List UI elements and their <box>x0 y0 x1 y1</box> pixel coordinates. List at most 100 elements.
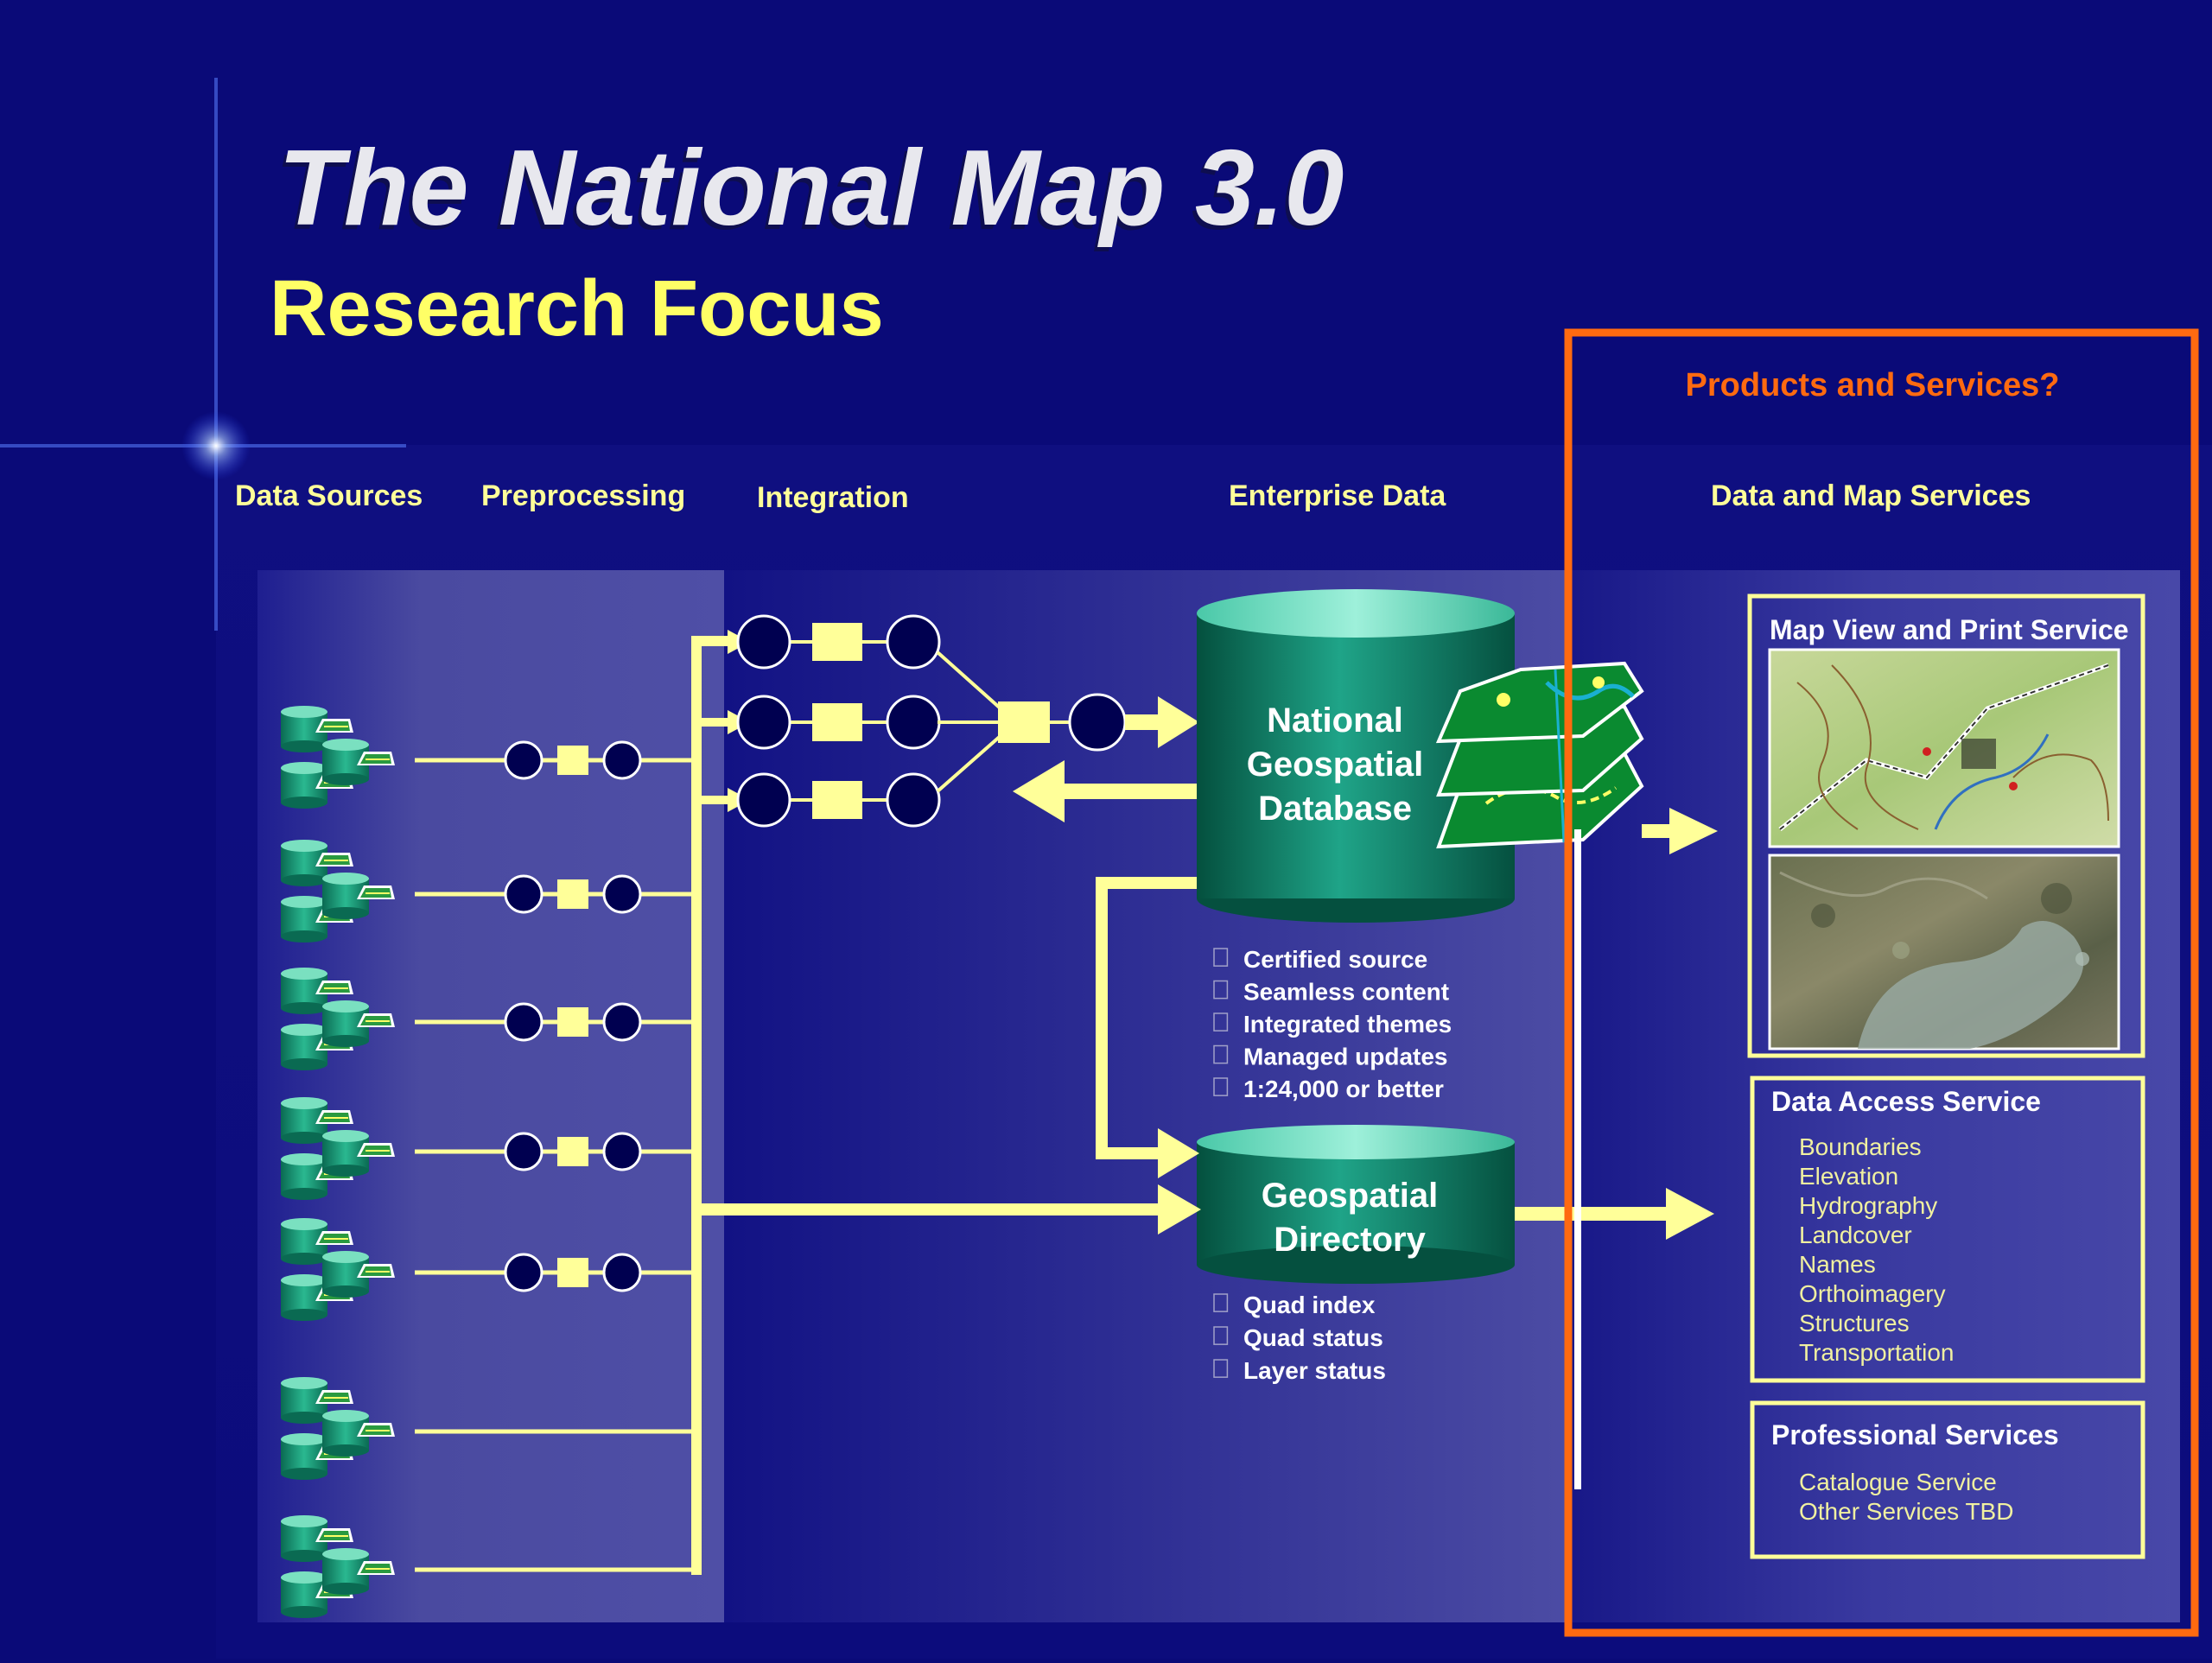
data-source-row <box>281 968 691 1070</box>
source-database-icon <box>281 968 353 1014</box>
flare-vertical <box>214 78 218 631</box>
integration-chain <box>702 772 941 828</box>
data-access-items: BoundariesElevationHydrographyLandcoverN… <box>1799 1133 1955 1366</box>
preprocessing-chain <box>504 874 642 914</box>
integration-node <box>736 695 791 750</box>
data-source-row <box>281 1515 691 1618</box>
map-view-service-box[interactable]: Map View and Print Service <box>1747 593 2145 1058</box>
orthoimagery-image <box>1768 854 2120 1050</box>
bullet-item: Seamless content <box>1243 979 1449 1006</box>
source-database-icon <box>281 840 353 886</box>
process-node <box>504 874 543 914</box>
integration-step <box>812 781 862 819</box>
gd-cylinder: Geospatial Directory <box>1197 1125 1515 1284</box>
to-ngd-arrowhead <box>1158 696 1199 748</box>
process-node <box>504 1253 543 1292</box>
ngd-to-gd-connector <box>1096 877 1197 1159</box>
process-step <box>557 746 588 775</box>
service-item[interactable]: Orthoimagery <box>1799 1280 1946 1307</box>
integration-merge <box>936 651 1199 793</box>
services-divider <box>1574 829 1581 1489</box>
process-node <box>602 740 642 780</box>
integration-step <box>998 701 1050 743</box>
bullet-item: Managed updates <box>1243 1044 1447 1070</box>
slide-subtitle: Research Focus <box>270 264 884 352</box>
process-node <box>504 1132 543 1171</box>
ngd-label-line2: Geospatial <box>1247 746 1424 784</box>
ngd-label-line1: National <box>1267 701 1403 739</box>
service-item[interactable]: Other Services TBD <box>1799 1498 2013 1525</box>
bullet-marker <box>1213 980 1229 1000</box>
data-access-service-box[interactable]: Data Access Service BoundariesElevationH… <box>1750 1076 2145 1383</box>
bullet-marker <box>1213 1077 1229 1096</box>
bullet-marker <box>1213 1326 1229 1345</box>
integration-node <box>1068 693 1127 752</box>
source-database-icon <box>322 739 395 785</box>
service-item[interactable]: Elevation <box>1799 1163 1898 1190</box>
products-services-highlight-box <box>1564 328 2199 1637</box>
bullet-item: Layer status <box>1243 1357 1386 1384</box>
bullet-item: Quad index <box>1243 1292 1376 1318</box>
source-database-icon <box>281 1515 353 1562</box>
source-database-icon <box>322 1410 395 1457</box>
slide-title: The National Map 3.0 <box>278 129 1344 248</box>
source-database-icon <box>281 1218 353 1265</box>
data-source-row <box>281 1097 691 1200</box>
ngd-label-line3: Database <box>1258 790 1412 828</box>
integration-chain <box>702 614 941 670</box>
process-node <box>602 1253 642 1292</box>
ngd-cylinder: National Geospatial Database <box>1197 589 1515 923</box>
service-item[interactable]: Hydrography <box>1799 1192 1937 1219</box>
source-database-icon <box>322 873 395 919</box>
service-item[interactable]: Landcover <box>1799 1222 1912 1248</box>
service-item[interactable]: Boundaries <box>1799 1133 1922 1160</box>
process-node <box>602 1132 642 1171</box>
bullet-marker <box>1213 1293 1229 1312</box>
preprocessing-chain <box>504 1002 642 1042</box>
integration-step <box>812 623 862 661</box>
map-view-title: Map View and Print Service <box>1770 614 2129 645</box>
integration-node <box>736 772 791 828</box>
column-data-sources: Data Sources <box>235 479 423 512</box>
topographic-map-image <box>1768 648 2120 848</box>
service-item[interactable]: Structures <box>1799 1310 1910 1336</box>
source-database-icon <box>322 1251 395 1298</box>
professional-services-title: Professional Services <box>1771 1419 2059 1450</box>
data-sources-group <box>281 706 691 1618</box>
column-preprocessing: Preprocessing <box>481 479 685 512</box>
arrowheads <box>1013 760 1718 1240</box>
source-database-icon <box>281 1097 353 1144</box>
integration-group <box>691 614 1199 828</box>
integration-node <box>886 772 941 828</box>
process-step <box>557 1137 588 1166</box>
data-source-row <box>281 840 691 943</box>
column-integration: Integration <box>757 481 909 514</box>
process-step <box>557 879 588 909</box>
process-step <box>557 1258 588 1287</box>
column-enterprise-data: Enterprise Data <box>1229 479 1446 512</box>
bus-elbow <box>691 636 733 644</box>
source-database-icon <box>322 1548 395 1595</box>
process-step <box>557 1007 588 1037</box>
process-node <box>504 740 543 780</box>
bullet-item: Quad status <box>1243 1324 1383 1351</box>
process-node <box>602 874 642 914</box>
service-item[interactable]: Transportation <box>1799 1339 1955 1366</box>
professional-services-box[interactable]: Professional Services Catalogue ServiceO… <box>1750 1400 2145 1559</box>
source-database-icon <box>281 1377 353 1424</box>
service-item[interactable]: Names <box>1799 1251 1876 1278</box>
products-services-label: Products and Services? <box>1686 367 2060 403</box>
data-source-row <box>281 1218 691 1321</box>
slide-title-shadow: The National Map 3.0 <box>275 133 1340 252</box>
service-item[interactable]: Catalogue Service <box>1799 1469 1997 1495</box>
data-source-row <box>281 1377 691 1480</box>
preprocessing-chain <box>504 1253 642 1292</box>
return-arrowhead <box>1013 760 1065 822</box>
integration-node <box>886 614 941 670</box>
bullet-marker <box>1213 948 1229 967</box>
bullet-marker <box>1213 1359 1229 1378</box>
data-access-title: Data Access Service <box>1771 1086 2041 1117</box>
